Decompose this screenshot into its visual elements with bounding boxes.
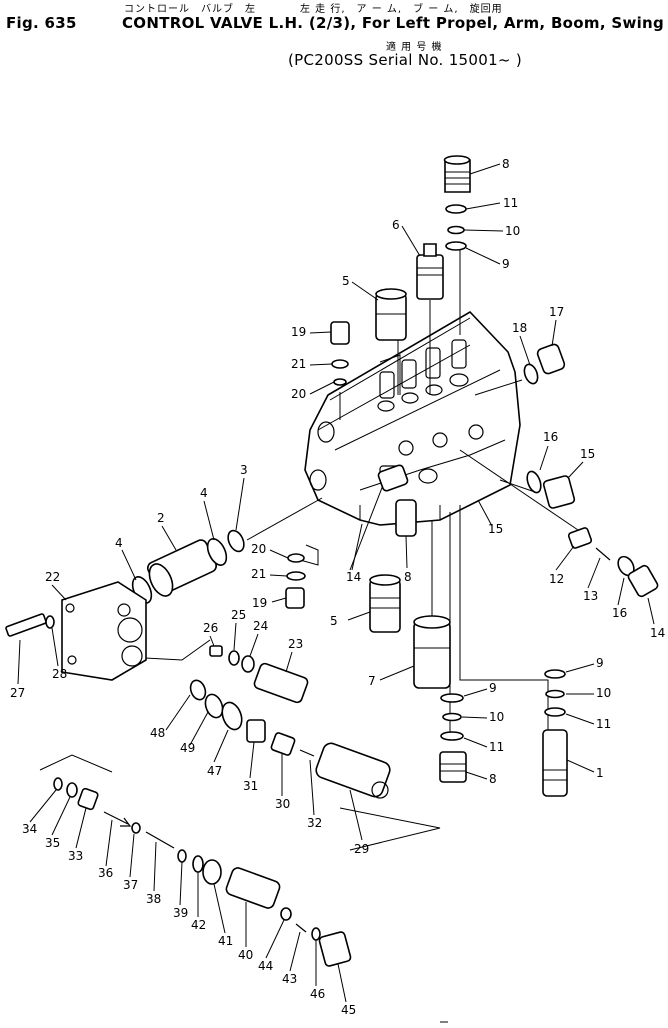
callout-21: 21 [251, 567, 266, 581]
callout-6: 6 [392, 218, 400, 232]
callout-12: 12 [549, 572, 564, 586]
callout-41: 41 [218, 934, 233, 948]
callout-9: 9 [596, 656, 604, 670]
part-spool-1 [542, 669, 568, 797]
callout-37: 37 [123, 878, 138, 892]
callout-3: 3 [240, 463, 248, 477]
callout-28: 28 [52, 667, 67, 681]
figure-title: CONTROL VALVE L.H. (2/3), For Left Prope… [122, 14, 665, 32]
part-relief-7 [413, 615, 451, 689]
callout-10: 10 [489, 710, 504, 724]
part-relief-5 [375, 288, 407, 341]
part-cover-22 [61, 581, 147, 681]
callout-21: 21 [291, 357, 306, 371]
part-plug-8-top [443, 155, 471, 251]
callout-7: 7 [368, 674, 376, 688]
callout-31: 31 [243, 779, 258, 793]
callout-34: 34 [22, 822, 37, 836]
callout-33: 33 [68, 849, 83, 863]
callout-9: 9 [502, 257, 510, 271]
callout-25: 25 [231, 608, 246, 622]
callout-4: 4 [200, 486, 208, 500]
callout-44: 44 [258, 959, 273, 973]
callout-8: 8 [502, 157, 510, 171]
part-plug-19-top [330, 321, 350, 386]
callout-22: 22 [45, 570, 60, 584]
callout-30: 30 [275, 797, 290, 811]
applicable-models-jp: 適 用 号 機 [386, 42, 443, 53]
callout-4: 4 [115, 536, 123, 550]
callout-20: 20 [291, 387, 306, 401]
callout-23: 23 [288, 637, 303, 651]
callout-8: 8 [404, 570, 412, 584]
part-plug-12-13 [567, 527, 659, 598]
callout-26: 26 [203, 621, 218, 635]
part-plug-15-right [526, 470, 576, 509]
callout-5: 5 [330, 614, 338, 628]
callout-35: 35 [45, 836, 60, 850]
part-parts-23-26 [209, 645, 309, 704]
callout-47: 47 [207, 764, 222, 778]
callout-32: 32 [307, 816, 322, 830]
callout-39: 39 [173, 906, 188, 920]
part-check-29-32 [246, 719, 391, 799]
callout-42: 42 [191, 918, 206, 932]
callout-48: 48 [150, 726, 165, 740]
part-plug-8-bottom [439, 693, 467, 783]
part-orings-47-49 [189, 679, 243, 731]
callout-18: 18 [512, 321, 527, 335]
japanese-title: コントロール バルブ 左 左 走 行, ア ー ム, ブ ー ム, 旋回用 [124, 4, 503, 15]
callout-15: 15 [580, 447, 595, 461]
callout-16: 16 [543, 430, 558, 444]
callout-19: 19 [291, 325, 306, 339]
figure-number: Fig. 635 [6, 14, 77, 32]
callout-43: 43 [282, 972, 297, 986]
callout-1: 1 [596, 766, 604, 780]
callout-20: 20 [251, 542, 266, 556]
callout-38: 38 [146, 892, 161, 906]
callout-9: 9 [489, 681, 497, 695]
callout-11: 11 [489, 740, 504, 754]
callout-10: 10 [596, 686, 611, 700]
part-plug-14-center [377, 464, 417, 537]
callout-19: 19 [252, 596, 267, 610]
callout-24: 24 [253, 619, 268, 633]
callout-8: 8 [489, 772, 497, 786]
part-small-orings-20-21 [285, 553, 306, 609]
serial-range: (PC200SS Serial No. 15001~ ) [288, 51, 523, 69]
callout-10: 10 [505, 224, 520, 238]
callout-36: 36 [98, 866, 113, 880]
callout-14: 14 [346, 570, 361, 584]
callout-11: 11 [596, 717, 611, 731]
part-bolt-27-28 [5, 613, 55, 637]
callout-5: 5 [342, 274, 350, 288]
callout-14: 14 [650, 626, 665, 640]
callout-15: 15 [488, 522, 503, 536]
part-plug-17 [523, 343, 566, 385]
callout-leaders [17, 163, 655, 1003]
callout-29: 29 [354, 842, 369, 856]
part-relief-6 [416, 243, 444, 300]
callout-46: 46 [310, 987, 325, 1001]
callout-17: 17 [549, 305, 564, 319]
part-relief-5-lower [369, 574, 401, 633]
callout-2: 2 [157, 511, 165, 525]
callout-49: 49 [180, 741, 195, 755]
part-parts-33-46 [53, 777, 352, 967]
callout-13: 13 [583, 589, 598, 603]
callout-27: 27 [10, 686, 25, 700]
valve-body [304, 310, 521, 526]
callout-labels: 8 11 10 9 6 5 17 18 19 21 20 16 15 3 4 2… [10, 157, 665, 1017]
callout-45: 45 [341, 1003, 356, 1017]
callout-11: 11 [503, 196, 518, 210]
part-spool-2 [131, 529, 245, 604]
callout-40: 40 [238, 948, 253, 962]
callout-16: 16 [612, 606, 627, 620]
